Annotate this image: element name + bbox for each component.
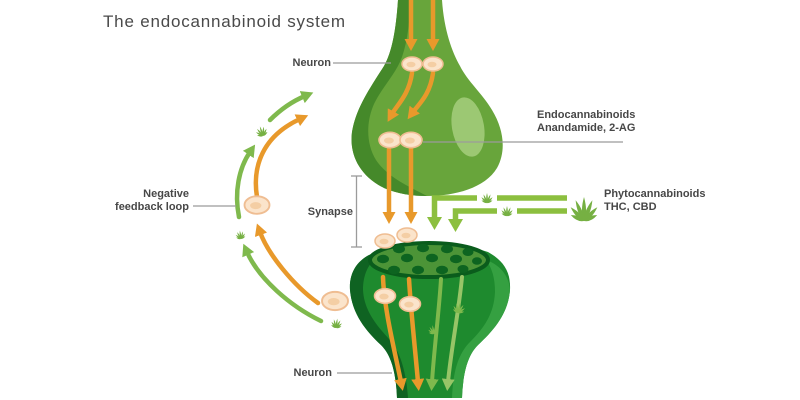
feedback-line1: Negative <box>143 188 189 200</box>
negative-feedback-loop-arrows <box>234 91 324 324</box>
synapse-bracket <box>351 175 362 248</box>
bottom-neuron-body <box>349 242 511 398</box>
feedback-orange-upper <box>253 114 309 200</box>
neurotransmitter-arrows <box>382 0 440 224</box>
endocannabinoids-title: Endocannabinoids <box>537 109 636 121</box>
endocannabinoids-sub: Anandamide, 2-AG <box>537 122 636 134</box>
presynaptic-neuron <box>351 0 503 196</box>
cannabis-leaf-icon <box>330 317 344 330</box>
phytocannabinoids-title: Phytocannabinoids <box>604 188 706 200</box>
phytocannabinoids-sub: THC, CBD <box>604 201 657 213</box>
label-neuron-bottom: Neuron <box>293 367 333 379</box>
postsynaptic-neuron <box>349 241 511 398</box>
feedback-green-upper <box>267 91 314 123</box>
phytocannabinoid-arrows <box>427 195 567 232</box>
cannabis-leaf-icon <box>480 193 494 204</box>
cannabis-leaf-icon <box>500 206 514 217</box>
cannabis-leaf-icon <box>254 124 270 139</box>
label-endocannabinoids: Endocannabinoids Anandamide, 2-AG <box>537 109 635 135</box>
receptor-dots <box>377 243 482 275</box>
feedback-green-lower <box>242 243 324 324</box>
cannabis-leaf-icon <box>569 197 599 223</box>
bottom-neuron-shadow <box>349 255 408 398</box>
top-neuron-shadow <box>351 0 427 196</box>
label-negative-feedback: Negative feedback loop <box>115 188 189 214</box>
label-phytocannabinoids: Phytocannabinoids THC, CBD <box>604 188 705 214</box>
feedback-green-middle <box>234 144 256 220</box>
cannabis-leaf-icon <box>234 229 247 241</box>
label-neuron-top: Neuron <box>292 57 332 69</box>
bottom-neuron-highlight <box>452 260 510 398</box>
pointer-lines <box>193 62 623 374</box>
feedback-orange-lower <box>254 223 321 306</box>
page-title: The endocannabinoid system <box>103 12 346 31</box>
label-synapse: Synapse <box>307 206 353 218</box>
feedback-line2: feedback loop <box>115 201 189 213</box>
